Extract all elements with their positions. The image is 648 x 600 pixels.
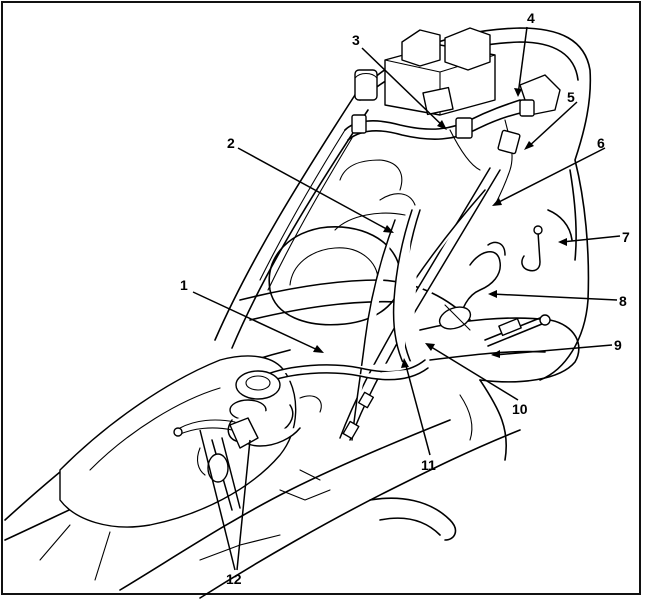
callout-12: 12 <box>226 571 242 587</box>
callout-3: 3 <box>352 32 360 48</box>
right-components <box>438 225 551 347</box>
wiring-harness <box>259 99 535 291</box>
fuel-pump-assembly <box>173 370 322 511</box>
callout-4: 4 <box>527 10 535 26</box>
callout-1: 1 <box>180 277 188 293</box>
callout-9: 9 <box>614 337 622 353</box>
frame-chassis <box>4 27 592 599</box>
leader-lines <box>192 26 621 571</box>
callout-11: 11 <box>421 457 436 473</box>
callout-7: 7 <box>622 229 630 245</box>
long-hoses <box>264 167 501 441</box>
callout-10: 10 <box>512 401 528 417</box>
callout-5: 5 <box>567 89 575 105</box>
callout-8: 8 <box>619 293 627 309</box>
diagram-frame <box>1 1 641 595</box>
callout-6: 6 <box>597 135 605 151</box>
callout-2: 2 <box>227 135 235 151</box>
